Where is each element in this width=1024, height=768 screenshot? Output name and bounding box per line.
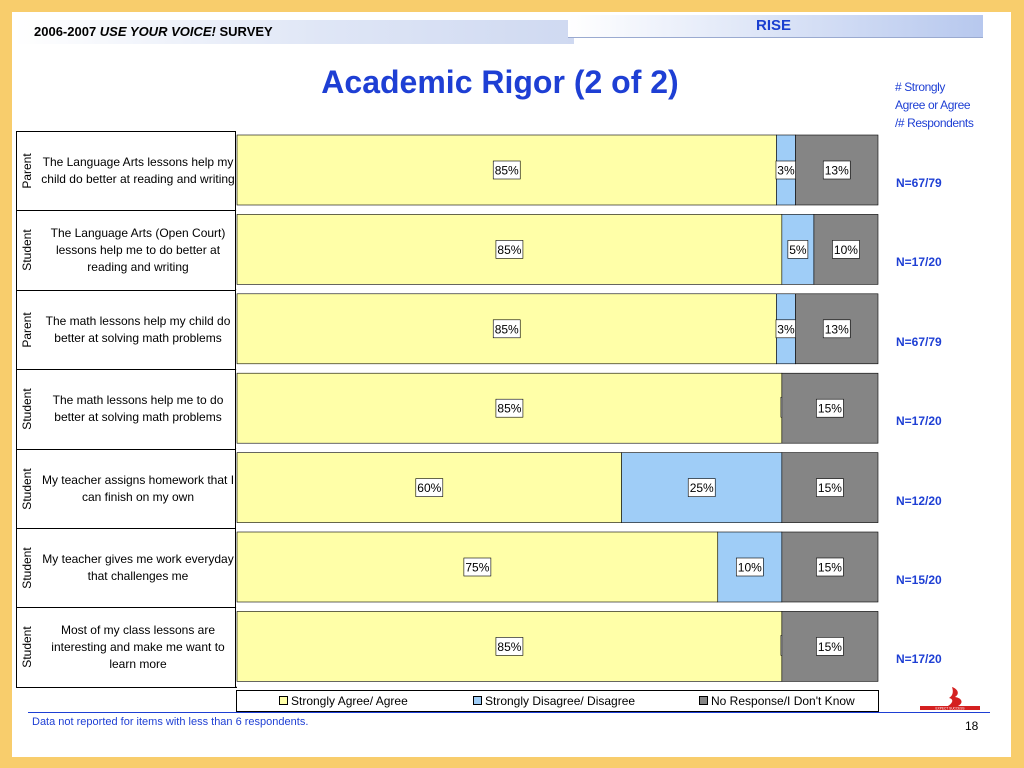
- data-label: 5%: [789, 243, 807, 257]
- respondent-type: Student: [20, 388, 34, 430]
- data-label-box: [787, 240, 809, 259]
- question-text: Most of my class lessons are interesting…: [51, 622, 225, 671]
- data-label: 3%: [777, 322, 795, 336]
- respondent-type: Parent: [20, 312, 34, 348]
- respondents-note: # Strongly Agree or Agree /# Respondents: [895, 78, 1005, 132]
- question-row-label: Student My teacher assigns homework that …: [16, 448, 236, 528]
- logo-text: EXPECT SUCCESS: [936, 707, 965, 711]
- school-name: RISE: [756, 17, 792, 34]
- question-text: My teacher gives me work everyday that c…: [42, 552, 234, 583]
- question-row-label: Student Most of my class lessons are inte…: [16, 607, 236, 686]
- data-label-box: [822, 319, 851, 339]
- data-label: 60%: [417, 481, 441, 495]
- legend-item-disagree: Strongly Disagree/ Disagree: [473, 694, 635, 708]
- data-label: 15%: [818, 640, 842, 654]
- respondent-type: Student: [20, 467, 34, 510]
- data-label: 10%: [738, 561, 762, 575]
- footer-rule: [28, 712, 990, 713]
- legend-swatch: [473, 696, 482, 705]
- respondent-count: N=67/79: [896, 176, 942, 190]
- data-label: 85%: [497, 640, 521, 654]
- legend-swatch: [279, 696, 288, 705]
- survey-header: 2006-2007 USE YOUR VOICE! SURVEY: [14, 20, 574, 44]
- survey-suffix: SURVEY: [219, 24, 273, 39]
- data-label: 75%: [465, 561, 489, 575]
- data-label: 85%: [495, 322, 519, 336]
- expect-success-logo: EXPECT SUCCESS: [920, 687, 980, 711]
- respondent-cell: Parent: [16, 291, 38, 369]
- data-label-box: [463, 557, 492, 577]
- data-label: 85%: [497, 402, 521, 416]
- respondent-type: Parent: [20, 153, 34, 189]
- data-label: 3%: [777, 164, 795, 178]
- respondent-type: Student: [20, 229, 34, 272]
- legend-swatch: [699, 696, 708, 705]
- data-label: 15%: [818, 561, 842, 575]
- respondent-cell: Student: [16, 529, 38, 607]
- legend-label: Strongly Agree/ Agree: [291, 694, 408, 708]
- respondent-count: N=12/20: [896, 493, 942, 508]
- data-label-box: [816, 637, 844, 656]
- school-header: RISE: [568, 15, 983, 38]
- data-label: 10%: [834, 243, 858, 257]
- data-label-box: [492, 160, 521, 180]
- respondent-count: N=15/20: [896, 573, 942, 587]
- respondent-count: N=67/79: [896, 334, 942, 349]
- survey-name: USE YOUR VOICE!: [99, 24, 216, 39]
- data-label-box: [816, 478, 844, 497]
- data-label-box: [832, 240, 860, 259]
- question-text: The math lessons help my child do better…: [45, 313, 231, 345]
- data-label-box: [816, 557, 844, 577]
- data-label-box: [492, 319, 521, 339]
- data-label: 13%: [825, 164, 849, 178]
- legend-label: No Response/I Don't Know: [711, 694, 855, 708]
- question-text: My teacher assigns homework that I can f…: [41, 472, 235, 504]
- stacked-bar-chart: 85% 3% 13% 85% 5% 10% 85% 3% 13% 85% 15% 60% 25% 15% 7…: [236, 131, 879, 687]
- respondent-cell: Student: [16, 370, 38, 448]
- page-title: Academic Rigor (2 of 2): [321, 64, 679, 100]
- data-label: 85%: [497, 243, 521, 257]
- data-label-box: [687, 478, 716, 497]
- data-label: 13%: [825, 322, 849, 336]
- respondents-note-line: # Strongly: [895, 80, 946, 94]
- question-row-label: Student The math lessons help me to do be…: [16, 369, 236, 448]
- question-row-label: Parent The math lessons help my child do …: [16, 289, 236, 369]
- respondent-count: N=17/20: [896, 255, 942, 270]
- data-label-box: [822, 160, 851, 180]
- data-label: 15%: [818, 402, 842, 416]
- question-text: The Language Arts lessons help my child …: [41, 155, 235, 186]
- page-number: 18: [965, 719, 979, 733]
- question-text: The math lessons help me to do better at…: [52, 393, 224, 425]
- legend-item-no-response: No Response/I Don't Know: [699, 694, 855, 708]
- respondent-cell: Student: [16, 211, 38, 289]
- survey-year: 2006-2007: [34, 24, 97, 39]
- legend-label: Strongly Disagree/ Disagree: [485, 694, 636, 708]
- data-label: 85%: [495, 164, 519, 178]
- question-row-label: Student The Language Arts (Open Court) le…: [16, 210, 236, 289]
- question-row-label: Parent The Language Arts lessons help my …: [16, 131, 236, 210]
- data-label-box: [495, 398, 524, 418]
- chart-legend: Strongly Agree/ Agree Strongly Disagree/…: [236, 690, 879, 712]
- data-label: 25%: [690, 481, 714, 495]
- respondents-note-line: /# Respondents: [895, 116, 974, 130]
- respondent-count: N=17/20: [896, 652, 942, 667]
- respondent-type: Student: [20, 626, 34, 669]
- respondents-note-line: Agree or Agree: [895, 98, 971, 112]
- respondent-cell: Student: [16, 608, 38, 686]
- data-label-box: [495, 637, 524, 656]
- data-label-box: [415, 478, 444, 497]
- footnote: Data not reported for items with less th…: [32, 716, 309, 728]
- respondent-cell: Parent: [16, 132, 38, 210]
- respondent-count: N=17/20: [896, 414, 942, 429]
- data-label-box: [735, 557, 764, 577]
- question-row-label: Student My teacher gives me work everyday…: [16, 528, 236, 607]
- respondent-type: Student: [20, 547, 34, 589]
- question-text: The Language Arts (Open Court) lessons h…: [50, 225, 226, 274]
- data-label-box: [495, 240, 524, 259]
- data-label-box: [816, 398, 844, 418]
- legend-item-agree: Strongly Agree/ Agree: [279, 694, 408, 708]
- data-label: 15%: [818, 481, 842, 495]
- respondent-cell: Student: [16, 450, 38, 528]
